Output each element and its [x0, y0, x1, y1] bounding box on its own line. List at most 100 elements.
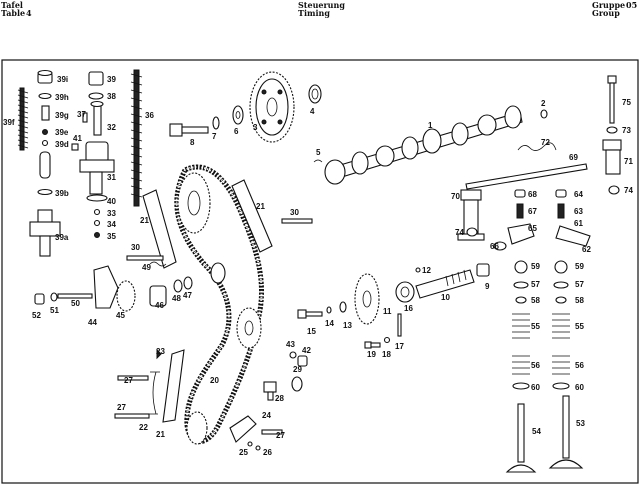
label-21-right: 21: [256, 202, 265, 211]
cap-39i: [37, 69, 53, 84]
label-21-left: 21: [140, 216, 149, 225]
camshaft-sprocket-3: [249, 71, 295, 143]
label-65: 65: [528, 224, 537, 233]
label-11: 11: [383, 307, 392, 316]
label-2: 2: [541, 99, 546, 108]
label-55-left: 55: [531, 322, 540, 331]
guide-rail-21-left: [142, 189, 177, 269]
pin-30-left: [126, 255, 164, 261]
plunger: [39, 151, 51, 179]
plug-74-left: [466, 227, 478, 237]
label-35: 35: [107, 232, 116, 241]
diagram-frame: [1, 59, 639, 484]
label-32: 32: [107, 123, 116, 132]
label-3: 3: [253, 123, 258, 132]
label-74-left: 74: [455, 228, 464, 237]
table-label-block: Tafel Table: [1, 1, 25, 17]
bolt-8: [169, 123, 209, 137]
washer-14: [326, 306, 332, 314]
label-30-left: 30: [131, 243, 140, 252]
label-37: 37: [77, 110, 86, 119]
label-72: 72: [541, 138, 550, 147]
plug-41: [71, 143, 79, 151]
clip-23: [156, 348, 162, 360]
label-66: 66: [490, 242, 499, 251]
label-60-left: 60: [531, 383, 540, 392]
washer-39h: [38, 92, 52, 100]
ring-43: [289, 351, 297, 359]
label-14: 14: [325, 319, 334, 328]
gruppe-label: Gruppe: [592, 0, 626, 10]
label-48: 48: [172, 294, 181, 303]
label-71: 71: [624, 157, 633, 166]
label-16: 16: [404, 304, 413, 313]
gear-11: [354, 273, 380, 325]
label-39: 39: [107, 75, 116, 84]
washer-39b: [37, 188, 53, 196]
label-43: 43: [286, 340, 295, 349]
label-5: 5: [316, 148, 321, 157]
label-39a: 39a: [55, 233, 69, 242]
label-31: 31: [107, 173, 116, 182]
ring-39d: [41, 139, 49, 147]
label-44: 44: [88, 318, 97, 327]
label-68: 68: [528, 190, 537, 199]
label-1: 1: [428, 121, 433, 130]
label-67: 67: [528, 207, 537, 216]
label-57-right: 57: [575, 280, 584, 289]
camshaft-1: [324, 105, 523, 185]
spring-36: [130, 69, 143, 207]
label-45: 45: [116, 311, 125, 320]
bolt-32: [90, 100, 104, 136]
label-58-right: 58: [575, 296, 584, 305]
plug-74-right: [608, 185, 620, 195]
label-15: 15: [307, 327, 316, 336]
label-39i: 39i: [57, 75, 68, 84]
label-41: 41: [73, 134, 82, 143]
label-13: 13: [343, 321, 352, 330]
label-10: 10: [441, 293, 450, 302]
tafel-label: Tafel: [1, 0, 23, 10]
washer-38: [88, 92, 104, 100]
label-25: 25: [239, 448, 248, 457]
valve-train-left: [493, 189, 535, 390]
sprocket-upper: [177, 172, 211, 234]
label-57-left: 57: [531, 280, 540, 289]
sprocket-middle: [236, 307, 262, 349]
shaft-10: [415, 269, 475, 299]
bolt-15: [297, 309, 323, 319]
label-40: 40: [107, 197, 116, 206]
group-label-block: Gruppe Group: [592, 1, 625, 17]
label-20: 20: [210, 376, 219, 385]
label-28: 28: [275, 394, 284, 403]
label-70: 70: [451, 192, 460, 201]
part-35: [94, 232, 100, 238]
label-39g: 39g: [55, 111, 69, 120]
valve-53: [548, 395, 584, 469]
plug-52: [34, 293, 45, 305]
label-42: 42: [302, 346, 311, 355]
label-39e: 39e: [55, 128, 69, 137]
label-51: 51: [50, 306, 59, 315]
pin-27-lower: [114, 413, 150, 419]
valve-train-right: [552, 189, 591, 390]
screw-19: [364, 341, 381, 349]
plug-2: [540, 109, 548, 119]
label-49: 49: [142, 263, 151, 272]
label-39d: 39d: [55, 140, 69, 149]
bushing-9: [476, 263, 490, 277]
label-60-right: 60: [575, 383, 584, 392]
sprocket-lower: [186, 411, 208, 445]
label-61: 61: [574, 219, 583, 228]
label-7: 7: [212, 132, 217, 141]
ball-18: [383, 336, 391, 344]
valve-54: [505, 403, 537, 473]
rocker-shaft-69: [465, 163, 588, 190]
label-47: 47: [183, 291, 192, 300]
pin-39g: [41, 105, 50, 121]
label-53: 53: [576, 419, 585, 428]
label-75: 75: [622, 98, 631, 107]
label-39b: 39b: [55, 189, 69, 198]
bolt-75: [607, 75, 617, 124]
spring-22: [148, 371, 160, 415]
